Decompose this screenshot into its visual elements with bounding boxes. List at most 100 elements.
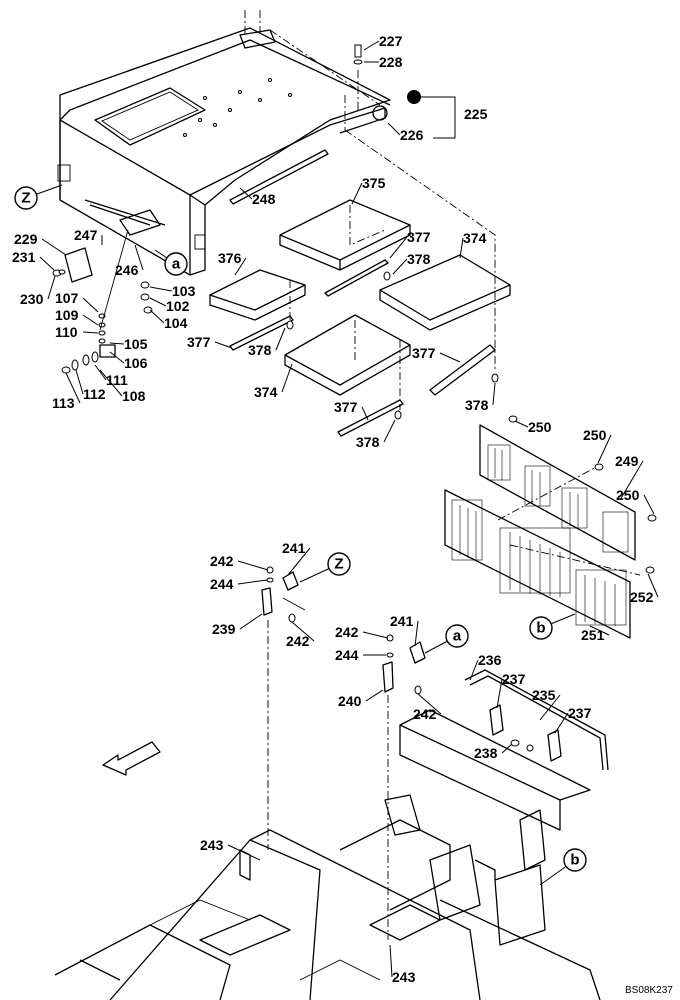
callout-228: 228: [379, 54, 403, 70]
callout-108: 108: [122, 388, 146, 404]
leader-line-229: [41, 238, 67, 256]
leader-line-110: [82, 331, 99, 334]
reference-label-Z: Z: [21, 190, 30, 207]
callout-376: 376: [218, 250, 242, 266]
callout-235: 235: [532, 687, 556, 703]
callout-237: 237: [502, 671, 526, 687]
reference-label-b: b: [536, 620, 545, 637]
callout-102: 102: [166, 298, 190, 314]
leader-line-242: [291, 621, 315, 642]
leader-line-241: [414, 620, 419, 647]
reference-circle-Z: Z: [299, 552, 351, 583]
callout-104: 104: [164, 315, 188, 331]
callout-377: 377: [334, 399, 358, 415]
leader-line-251: [589, 625, 610, 636]
callout-244: 244: [210, 576, 234, 592]
callout-378: 378: [356, 434, 380, 450]
latch-right: [382, 634, 426, 940]
leader-line-226: [387, 122, 401, 136]
leader-line-377: [439, 352, 461, 363]
direction-arrow: [102, 741, 161, 776]
callout-229: 229: [14, 231, 38, 247]
leader-line-378: [492, 382, 496, 406]
leader-line-108: [99, 369, 123, 397]
leader-line-242: [237, 560, 269, 571]
leader-line-112: [75, 369, 84, 395]
callout-231: 231: [12, 249, 36, 265]
reference-label-b: b: [570, 852, 579, 869]
callout-252: 252: [630, 589, 654, 605]
leader-line-111: [94, 364, 107, 381]
leader-line-250: [643, 494, 655, 515]
callout-111: 111: [106, 372, 128, 388]
callout-250: 250: [583, 427, 607, 443]
callout-250: 250: [528, 419, 552, 435]
leader-line-235: [539, 694, 561, 721]
leader-line-242: [417, 693, 442, 715]
leader-line-106: [109, 351, 125, 364]
hood-hinge-parts: [52, 199, 166, 374]
leader-line-377: [361, 406, 369, 421]
reference-circle-b: b: [539, 848, 587, 886]
leader-line-103: [149, 286, 173, 292]
hood-lock-assembly: [269, 29, 421, 134]
callout-243: 243: [200, 837, 224, 853]
leader-line-375: [351, 182, 363, 205]
leader-line-107: [82, 297, 99, 313]
callout-377: 377: [412, 345, 436, 361]
leader-line-243: [227, 844, 261, 861]
leader-line-102: [149, 297, 167, 307]
callout-242: 242: [210, 553, 234, 569]
leader-line-378: [392, 258, 408, 275]
callout-109: 109: [55, 307, 79, 323]
callout-244: 244: [335, 647, 359, 663]
callout-250: 250: [616, 487, 640, 503]
reference-circle-Z: Z: [14, 184, 63, 210]
leader-line-250: [597, 434, 612, 464]
side-covers: [444, 415, 657, 639]
callout-375: 375: [362, 175, 386, 191]
callout-378: 378: [407, 251, 431, 267]
callout-103: 103: [172, 283, 196, 299]
callout-242: 242: [413, 706, 437, 722]
leader-line-240: [365, 689, 384, 702]
callout-251: 251: [581, 627, 605, 643]
engine-hood: [57, 10, 391, 276]
leader-line-249: [619, 460, 644, 501]
callout-249: 249: [615, 453, 639, 469]
callout-377: 377: [187, 334, 211, 350]
leader-line-252: [647, 573, 659, 598]
callout-237: 237: [568, 705, 592, 721]
leader-line-239: [239, 613, 263, 630]
leader-line-238: [501, 743, 513, 754]
callout-238: 238: [474, 745, 498, 761]
callout-248: 248: [252, 191, 276, 207]
leader-line-104: [149, 309, 165, 324]
reference-circle-a: a: [154, 249, 188, 276]
callout-374: 374: [254, 384, 278, 400]
insulation-pads: [209, 129, 511, 437]
leader-line-250: [514, 420, 529, 428]
callout-239: 239: [212, 621, 236, 637]
leader-line-236: [469, 659, 479, 681]
leader-line-248: [239, 187, 253, 200]
leader-line-109: [82, 314, 99, 326]
leader-line-237: [554, 712, 569, 734]
drawing-code: BS08K237: [625, 985, 673, 996]
callout-113: 113: [52, 395, 75, 411]
callout-378: 378: [465, 397, 489, 413]
callout-242: 242: [335, 624, 359, 640]
leader-line-105: [109, 342, 125, 345]
callout-107: 107: [55, 290, 79, 306]
leader-line-113: [65, 372, 81, 404]
leader-line-377: [214, 341, 233, 349]
leader-line-246: [134, 244, 144, 271]
callout-225: 225: [464, 106, 488, 122]
leader-line-243: [389, 944, 393, 978]
leader-line-237: [496, 678, 503, 709]
callout-241: 241: [282, 540, 306, 556]
leader-line-378: [275, 327, 286, 351]
